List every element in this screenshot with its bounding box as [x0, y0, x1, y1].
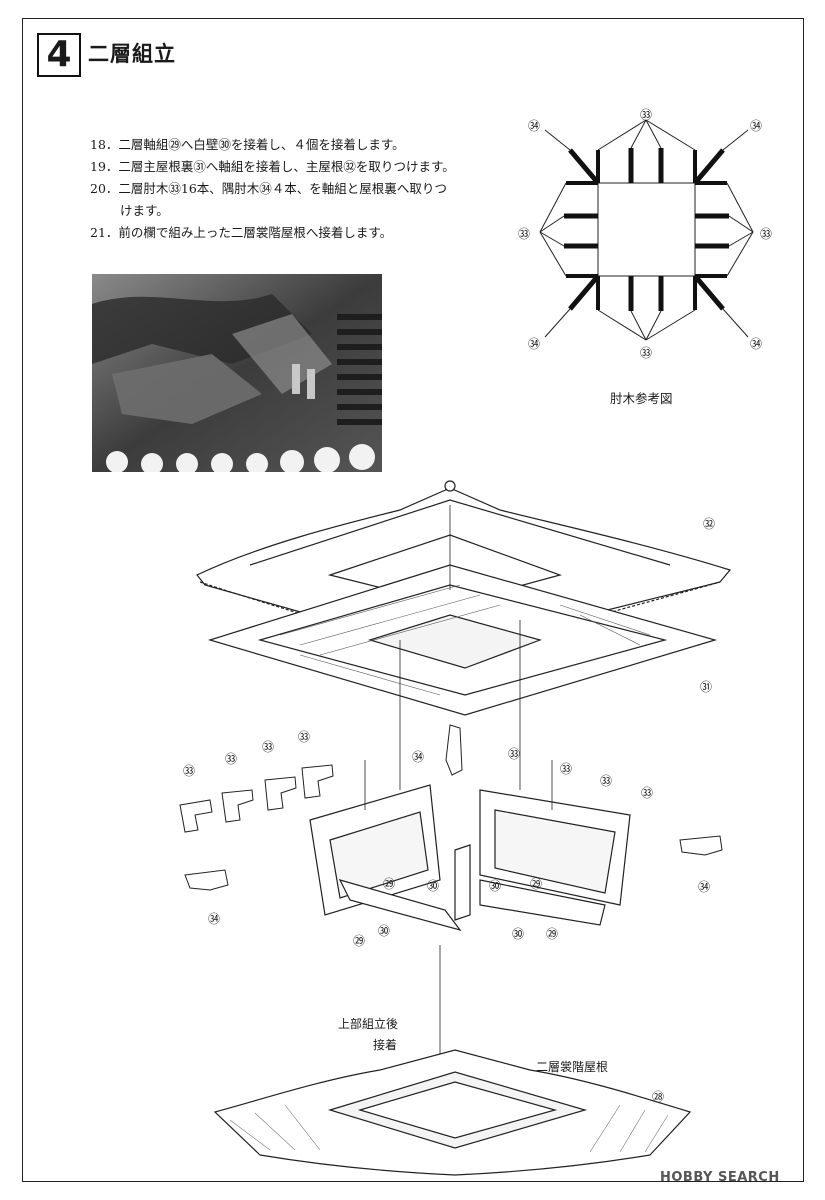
lower-roof-part	[213, 1049, 692, 1176]
part-label-corner-bracket: ㉞	[698, 880, 711, 894]
ref-part-label: ㉞	[528, 337, 541, 351]
part-label-wall: ㉚	[427, 879, 440, 893]
part-label-lower-roof: ㉘	[652, 1090, 665, 1104]
part-label-bracket: ㉝	[183, 764, 196, 778]
part-label-roof: ㉜	[703, 517, 716, 531]
ref-part-label: ㉞	[750, 119, 763, 133]
step-number: 4	[46, 34, 72, 75]
ref-part-label: ㉝	[640, 346, 653, 360]
instruction-line: 19．二層主屋根裏㉛へ軸組を接着し、主屋根㉜を取りつけます。	[90, 159, 455, 174]
roof-underside-part	[207, 564, 718, 716]
ref-part-label: ㉝	[518, 227, 531, 241]
instruction-line: 20．二層肘木㉝16本、隅肘木㉞４本、を軸組と屋根裏へ取りつ	[90, 181, 447, 196]
part-label-bracket: ㉝	[560, 762, 573, 776]
instruction-line: けます。	[120, 203, 169, 218]
ref-part-label: ㉝	[760, 227, 773, 241]
lower-roof-label: 二層裳階屋根	[536, 1060, 609, 1074]
part-label-bracket: ㉝	[298, 730, 311, 744]
instruction-line: 21．前の欄で組み上った二層裳階屋根へ接着します。	[90, 225, 393, 240]
instruction-line: 18．二層軸組㉙へ白壁㉚を接着し、４個を接着します。	[90, 137, 405, 152]
part-label-frame: ㉙	[353, 934, 366, 948]
part-label-wall: ㉚	[512, 927, 525, 941]
reference-photo	[92, 274, 382, 472]
bracket-reference-diagram	[539, 119, 754, 341]
step-title: 二層組立	[88, 42, 176, 66]
part-label-frame: ㉙	[383, 877, 396, 891]
part-label-corner-bracket: ㉞	[208, 912, 221, 926]
part-label-roof-underside: ㉛	[700, 680, 713, 694]
assembly-note-line2: 接着	[373, 1038, 398, 1052]
page-frame	[22, 18, 804, 1182]
ref-part-label: ㉝	[640, 108, 653, 122]
ref-part-label: ㉞	[750, 337, 763, 351]
part-label-wall: ㉚	[378, 924, 391, 938]
part-label-frame: ㉙	[546, 927, 559, 941]
part-label-bracket: ㉝	[641, 786, 654, 800]
wall-frame-assembly	[309, 784, 631, 932]
loose-brackets	[179, 724, 723, 891]
reference-diagram-caption: 肘木参考図	[610, 391, 673, 406]
part-label-wall: ㉚	[489, 879, 502, 893]
ref-part-label: ㉞	[528, 119, 541, 133]
part-label-bracket: ㉝	[600, 774, 613, 788]
instruction-list: 18．二層軸組㉙へ白壁㉚を接着し、４個を接着します。 19．二層主屋根裏㉛へ軸組…	[90, 134, 510, 244]
part-label-bracket: ㉝	[225, 752, 238, 766]
part-label-bracket: ㉝	[262, 740, 275, 754]
assembly-note-line1: 上部組立後	[338, 1017, 399, 1031]
step-number-box: 4	[37, 33, 81, 77]
part-label-corner-bracket: ㉞	[412, 750, 425, 764]
part-label-bracket: ㉝	[508, 747, 521, 761]
watermark-logo: HOBBY SEARCH	[660, 1170, 780, 1185]
part-label-frame: ㉙	[530, 877, 543, 891]
